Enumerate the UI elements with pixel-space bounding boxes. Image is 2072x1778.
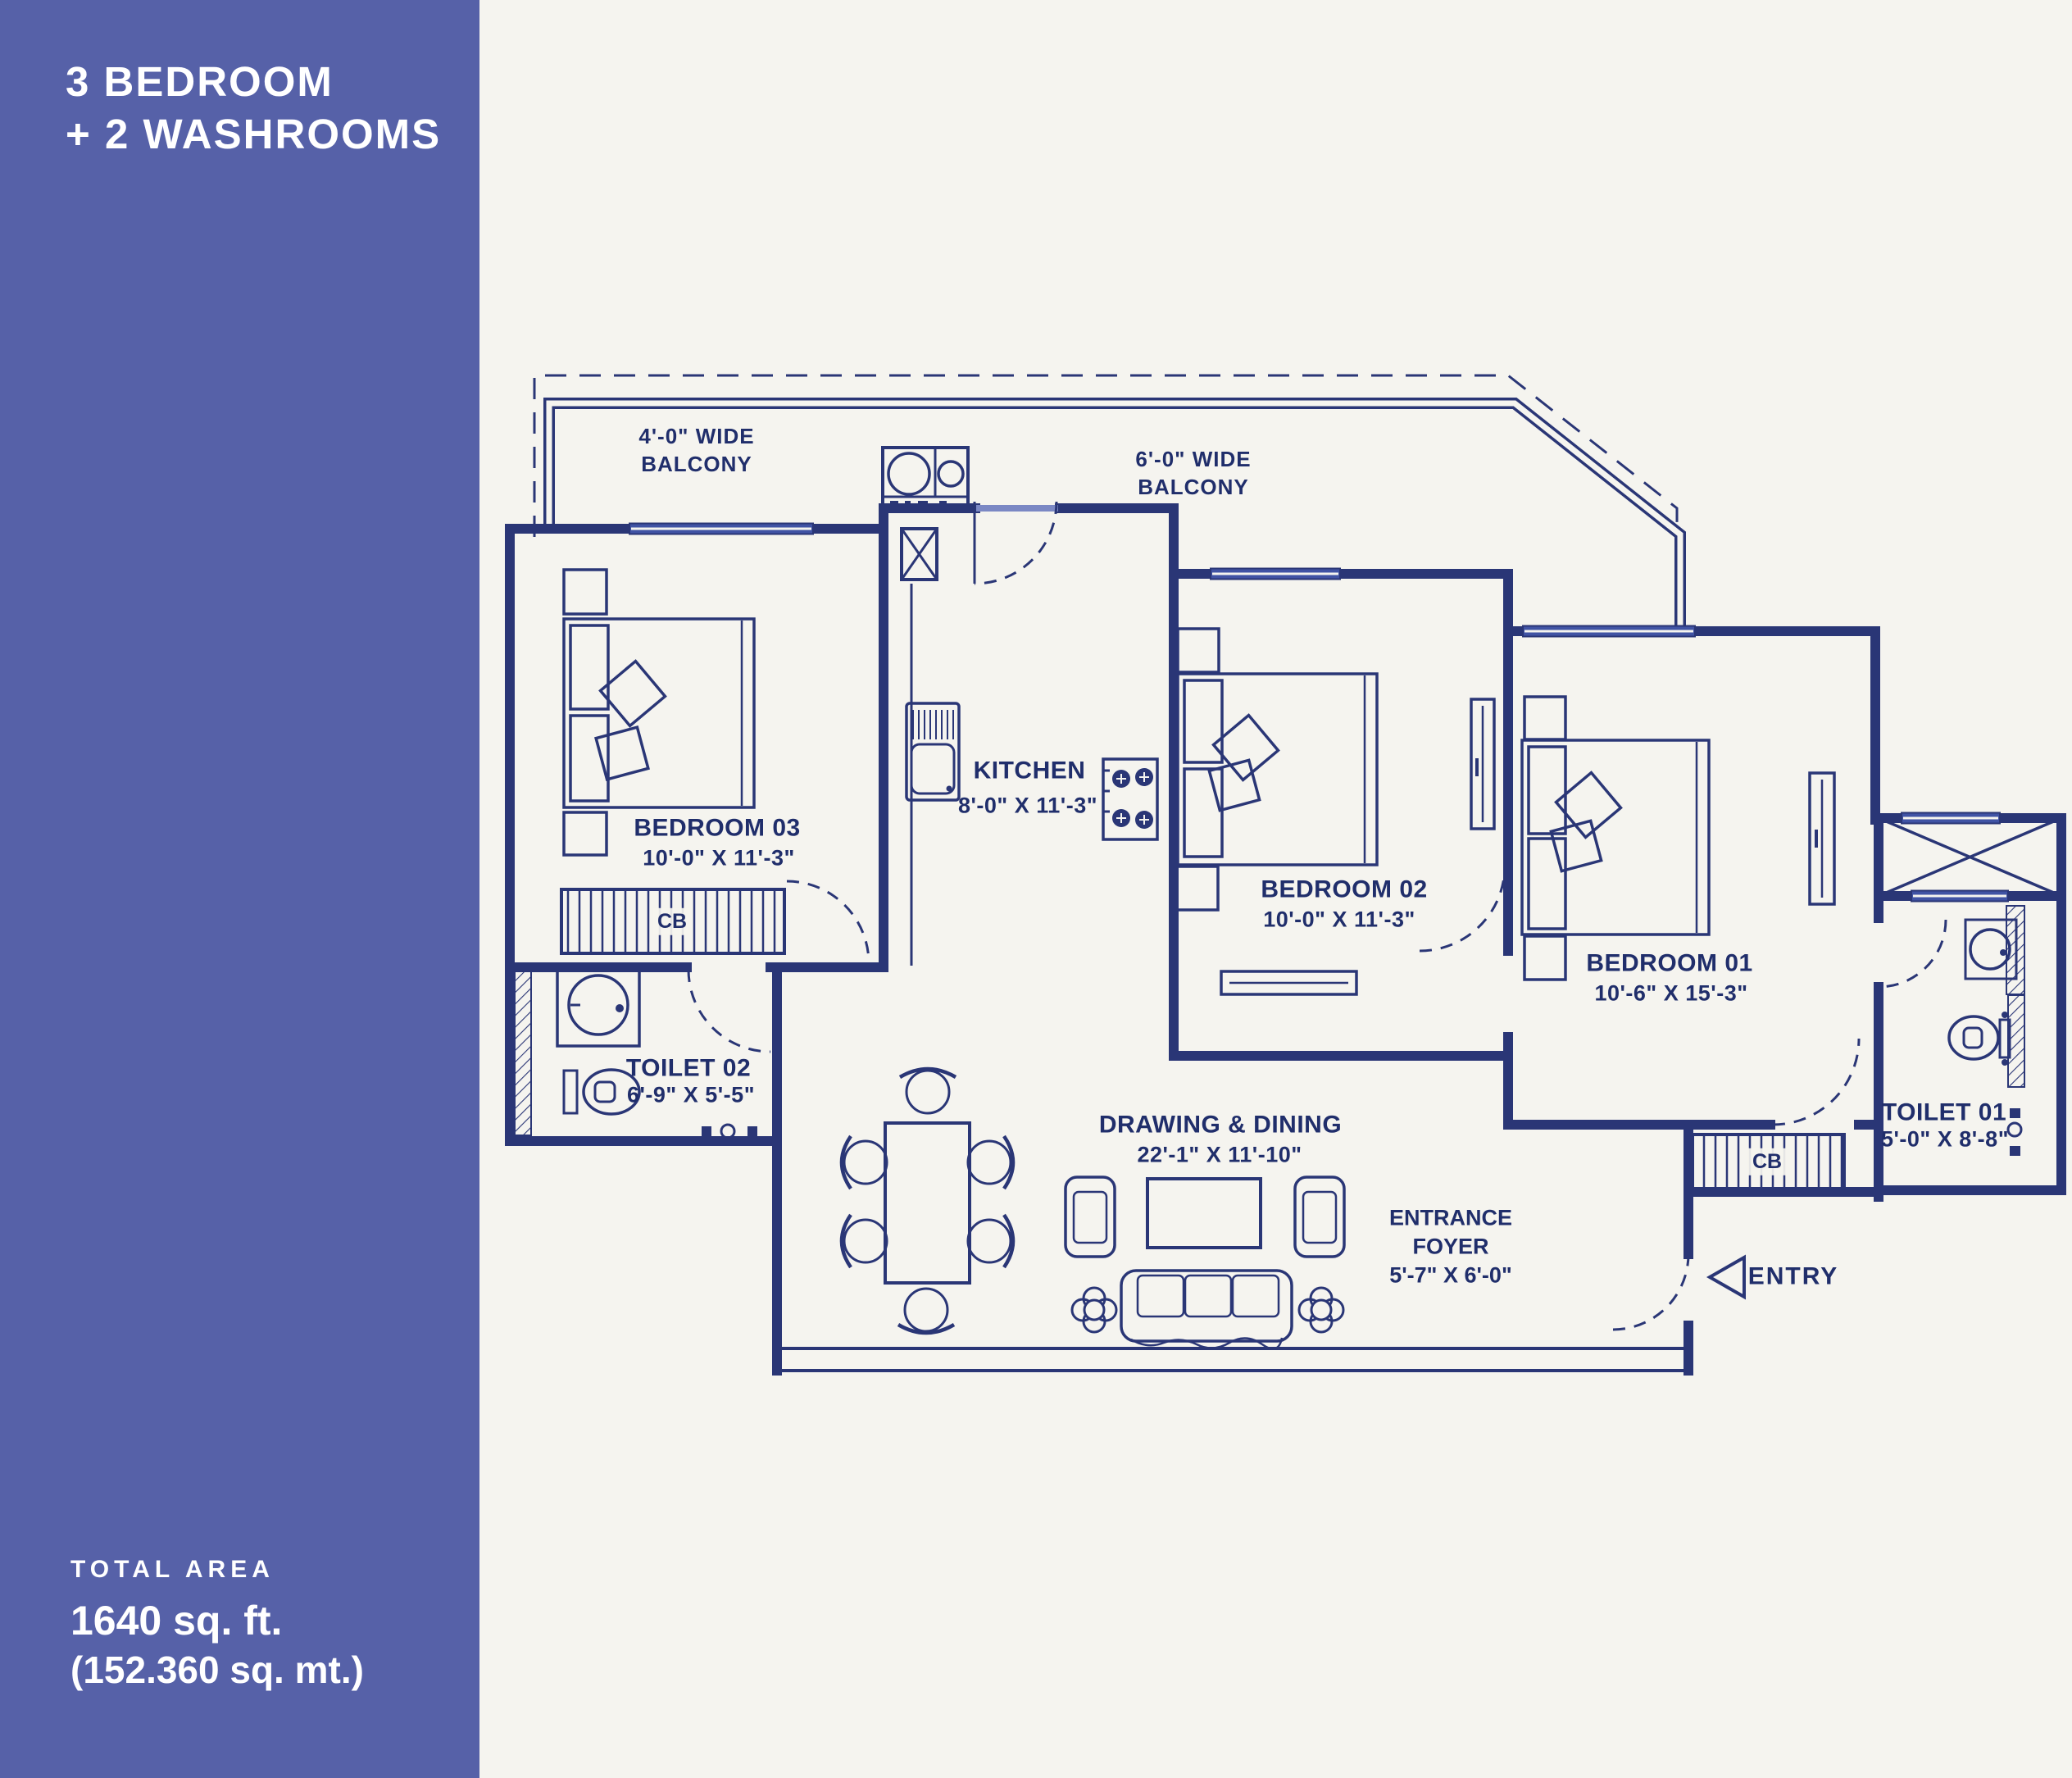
plan-title-line2: + 2 WASHROOMS bbox=[66, 110, 442, 157]
label-cb-foyer: CB bbox=[1747, 1148, 1787, 1175]
bed-bedroom01 bbox=[1520, 695, 1711, 981]
label-kitchen-name: KITCHEN bbox=[973, 757, 1086, 784]
total-area-label: TOTAL AREA bbox=[70, 1556, 275, 1583]
label-toilet01-dims: 5'-0" X 8'-8" bbox=[1880, 1126, 2010, 1152]
label-toilet02-name: TOILET 02 bbox=[625, 1054, 752, 1082]
label-bedroom02-dims: 10'-0" X 11'-3" bbox=[1263, 907, 1415, 932]
duct-shaft-kitchen bbox=[900, 527, 938, 581]
total-area-value: 1640 sq. ft. bbox=[70, 1598, 283, 1644]
label-bedroom03-name: BEDROOM 03 bbox=[634, 814, 801, 842]
cupboard-foyer bbox=[1691, 1133, 1846, 1190]
label-balcony-center: 6'-0" WIDE BALCONY bbox=[1135, 447, 1252, 499]
balcony-parapet bbox=[543, 398, 1686, 630]
label-toilet02-dims: 6'-9" X 5'-5" bbox=[626, 1082, 756, 1107]
cupboard-bedroom03 bbox=[560, 888, 786, 955]
label-kitchen-dims: 8'-0" X 11'-3" bbox=[957, 793, 1098, 818]
washing-machine bbox=[881, 446, 970, 510]
sidebar: 3 BEDROOM + 2 WASHROOMS TOTAL AREA 1640 … bbox=[0, 0, 479, 1778]
label-bedroom01-dims: 10'-6" X 15'-3" bbox=[1594, 980, 1748, 1006]
toilet02-fixtures bbox=[514, 966, 757, 1139]
kitchen-counter-sink bbox=[905, 584, 961, 966]
label-entry: ENTRY bbox=[1747, 1262, 1839, 1290]
label-cb-bedroom03: CB bbox=[652, 907, 692, 935]
plan-title: 3 BEDROOM + 2 WASHROOMS bbox=[66, 56, 441, 161]
wardrobe-bedroom01 bbox=[1808, 771, 1836, 906]
side-table-right bbox=[1297, 1286, 1345, 1334]
stove bbox=[1102, 757, 1159, 841]
total-area-block: TOTAL AREA 1640 sq. ft. (152.360 sq. mt.… bbox=[70, 1556, 364, 1692]
label-balcony-left: 4'-0" WIDE BALCONY bbox=[638, 424, 755, 476]
duct-shaft-toilet01 bbox=[1878, 816, 2062, 898]
label-bedroom02-name: BEDROOM 02 bbox=[1261, 875, 1428, 903]
plan-title-line1: 3 BEDROOM bbox=[66, 58, 334, 105]
side-table-left bbox=[1070, 1286, 1118, 1334]
label-toilet01-name: TOILET 01 bbox=[1881, 1098, 2007, 1126]
toilet01-fixtures bbox=[1947, 905, 2025, 1156]
label-bedroom03-dims: 10'-0" X 11'-3" bbox=[643, 845, 795, 871]
bed-bedroom02 bbox=[1175, 627, 1379, 996]
label-drawing-dining-name: DRAWING & DINING bbox=[1098, 1111, 1343, 1139]
dining-table-set bbox=[839, 1066, 1016, 1335]
label-drawing-dining-dims: 22'-1" X 11'-10" bbox=[1137, 1142, 1302, 1167]
living-furniture bbox=[1064, 1175, 1346, 1350]
label-entrance-foyer: ENTRANCE FOYER 5'-7" X 6'-0" bbox=[1388, 1205, 1513, 1288]
total-area-metric: (152.360 sq. mt.) bbox=[70, 1648, 364, 1691]
bed-bedroom03 bbox=[562, 568, 756, 857]
label-bedroom01-name: BEDROOM 01 bbox=[1586, 949, 1753, 977]
door-arcs bbox=[687, 501, 1947, 1331]
windows bbox=[629, 505, 2009, 903]
entry-arrow-icon bbox=[1706, 1254, 1746, 1300]
wardrobe-bedroom02 bbox=[1470, 698, 1496, 830]
bottom-wall bbox=[777, 1347, 1690, 1372]
